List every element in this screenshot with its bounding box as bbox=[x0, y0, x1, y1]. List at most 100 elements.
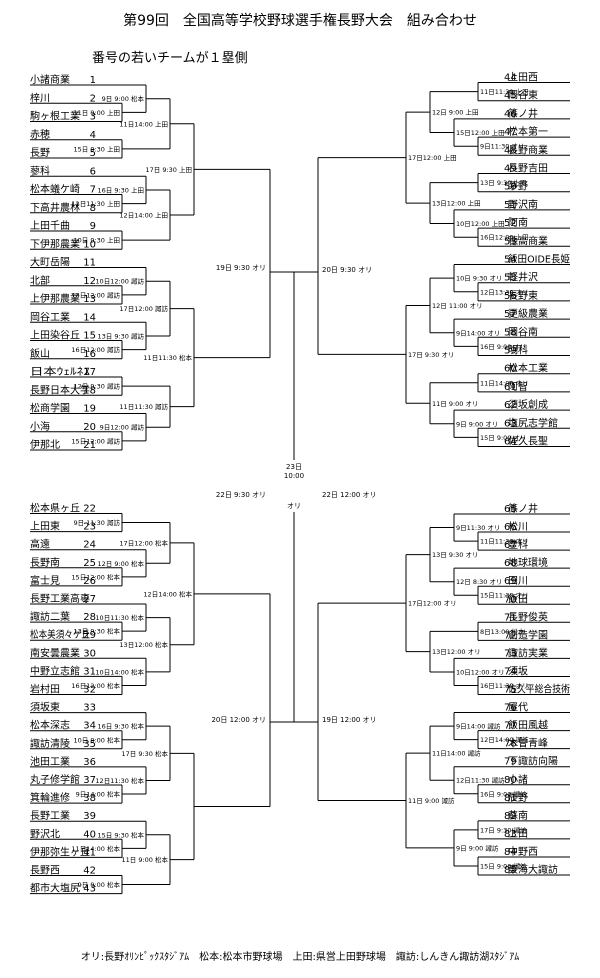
seed-right-59: 59 bbox=[504, 346, 517, 357]
team-left-8: 下高井農林 bbox=[30, 201, 80, 214]
match-label-21: 15日12:00 松本 bbox=[71, 572, 120, 581]
seed-right-62: 62 bbox=[504, 400, 517, 411]
team-left-40: 野沢北 bbox=[30, 827, 60, 840]
match-label-36: 15日 9:30 松本 bbox=[98, 830, 145, 839]
match-label-73: 17日 9:30 諏訪 bbox=[480, 825, 527, 834]
match-label-50: 16日 9:00 オリ bbox=[480, 343, 527, 351]
match-label-12: 16日12:00 諏訪 bbox=[71, 345, 120, 354]
match-label-4: 11日14:00 上田 bbox=[119, 119, 168, 128]
match-label-35: 11日14:00 松本 bbox=[71, 844, 120, 853]
team-right-70: 飯田 bbox=[508, 592, 528, 605]
team-right-81: 辰野 bbox=[508, 792, 528, 804]
team-left-10: 下伊那農業 bbox=[30, 237, 80, 250]
seed-right-45: 45 bbox=[504, 91, 517, 102]
match-label-6: 16日 9:30 上田 bbox=[98, 185, 145, 194]
match-label-48: 12日13:30 オリ bbox=[480, 288, 529, 296]
match-label-56: 11日 9:00 オリ bbox=[432, 400, 479, 408]
team-right-57: 更級農業 bbox=[508, 307, 548, 320]
team-left-30: 南安曇農業 bbox=[30, 646, 80, 659]
match-label-60: 15日11:30 オリ bbox=[480, 592, 529, 600]
match-label-32: 9日14:00 松本 bbox=[76, 790, 121, 799]
team-left-15: 上田染谷丘 bbox=[30, 329, 80, 342]
match-label-52: 12日 11:00 オリ bbox=[432, 302, 483, 310]
match-label-30: 10日 9:00 松本 bbox=[74, 735, 121, 744]
match-label-47: 17日12:00 上田 bbox=[408, 153, 457, 162]
seed-left-37: 37 bbox=[83, 775, 96, 786]
seed-left-20: 20 bbox=[83, 422, 96, 433]
seed-right-63: 63 bbox=[504, 418, 517, 429]
team-right-67: 豊科 bbox=[508, 538, 528, 551]
seed-right-49: 49 bbox=[504, 164, 517, 175]
seed-left-16: 16 bbox=[83, 349, 96, 360]
seed-left-23: 23 bbox=[83, 522, 96, 533]
team-left-27: 長野工業高専 bbox=[30, 592, 90, 605]
seed-left-38: 38 bbox=[83, 793, 96, 804]
team-left-11: 大町岳陽 bbox=[30, 256, 70, 269]
team-right-79: 下諏訪向陽 bbox=[508, 755, 558, 768]
seed-left-35: 35 bbox=[83, 739, 96, 750]
match-label-14: 17日12:00 諏訪 bbox=[119, 304, 168, 313]
team-right-58: 岡谷南 bbox=[508, 325, 538, 338]
team-left-19: 松商学園 bbox=[30, 402, 70, 415]
team-right-76: 屋代 bbox=[508, 702, 528, 714]
seed-left-19: 19 bbox=[83, 404, 96, 415]
team-left-1: 小諸商業 bbox=[30, 73, 70, 86]
seed-left-28: 28 bbox=[83, 612, 96, 623]
match-label-7: 10日 9:30 上田 bbox=[74, 236, 121, 245]
team-right-59: 明科 bbox=[508, 344, 528, 357]
match-label-39: 11日11:30 上田 bbox=[480, 87, 529, 96]
team-left-31: 中野立志館 bbox=[30, 664, 80, 677]
match-label-9: 17日 9:30 上田 bbox=[146, 165, 193, 174]
match-label-64: 16日11:30 オリ bbox=[480, 682, 529, 690]
team-right-52: 阿南 bbox=[508, 216, 528, 229]
seed-left-41: 41 bbox=[83, 847, 96, 858]
match-label-13: 13日 9:30 諏訪 bbox=[98, 331, 145, 340]
final-date: 23日 bbox=[286, 463, 302, 471]
seed-left-17: 17 bbox=[83, 367, 96, 378]
team-left-13: 上伊那農業 bbox=[30, 292, 80, 305]
team-left-25: 長野南 bbox=[30, 556, 60, 569]
team-right-65: 篠ノ井 bbox=[508, 502, 538, 515]
page-title: 第99回 全国高等学校野球選手権長野大会 組み合わせ bbox=[123, 13, 477, 29]
seed-right-58: 58 bbox=[504, 327, 517, 338]
match-label-40: 9日11:30 オリ bbox=[480, 143, 524, 151]
match-label-3: 15日 9:30 上田 bbox=[74, 144, 121, 153]
team-left-14: 岡谷工業 bbox=[30, 310, 70, 323]
seed-right-85: 85 bbox=[504, 865, 517, 876]
team-left-32: 岩村田 bbox=[30, 683, 60, 696]
seed-right-44: 44 bbox=[504, 73, 517, 84]
match-label-38: 11日 9:00 松本 bbox=[122, 855, 169, 864]
seed-left-29: 29 bbox=[83, 630, 96, 641]
match-label-54: 15日 9:00 オリ bbox=[480, 434, 527, 442]
seed-left-27: 27 bbox=[83, 594, 96, 605]
seed-left-3: 3 bbox=[90, 112, 96, 123]
match-label-51: 9日14:00 オリ bbox=[456, 329, 500, 337]
match-label-22: 12日 9:00 松本 bbox=[98, 559, 145, 568]
team-left-7: 松本蟻ケ崎 bbox=[30, 183, 80, 196]
match-label-61: 12日 8:30 オリ bbox=[456, 578, 503, 586]
seed-right-55: 55 bbox=[504, 273, 517, 284]
team-right-80: 小諸 bbox=[508, 773, 528, 786]
seed-right-83: 83 bbox=[504, 829, 517, 840]
match-label-45: 10日12:00 上田 bbox=[456, 219, 505, 228]
seed-left-8: 8 bbox=[90, 203, 96, 214]
match-label-33: 12日11:30 松本 bbox=[95, 776, 144, 785]
team-right-63: 塩尻志学館 bbox=[508, 416, 558, 429]
match-label-68: 12日14:00 諏訪 bbox=[480, 735, 529, 744]
team-left-9: 上田千曲 bbox=[30, 220, 70, 232]
team-right-71: 長野俊英 bbox=[508, 610, 548, 623]
seed-left-40: 40 bbox=[83, 829, 96, 840]
seed-right-71: 71 bbox=[504, 612, 517, 623]
team-left-18: 長野日本大学 bbox=[30, 383, 90, 396]
seed-right-70: 70 bbox=[504, 594, 517, 605]
match-label-41: 15日12:00 上田 bbox=[456, 128, 505, 137]
seed-left-15: 15 bbox=[83, 331, 96, 342]
bracket-lines bbox=[30, 82, 570, 895]
left-semifinal-label: 22日 9:30 オリ bbox=[216, 491, 266, 499]
seed-right-84: 84 bbox=[504, 847, 517, 858]
seed-right-74: 74 bbox=[504, 666, 517, 677]
match-label-76: 11日 9:00 諏訪 bbox=[408, 796, 455, 805]
team-right-55: 軽井沢 bbox=[508, 271, 538, 284]
